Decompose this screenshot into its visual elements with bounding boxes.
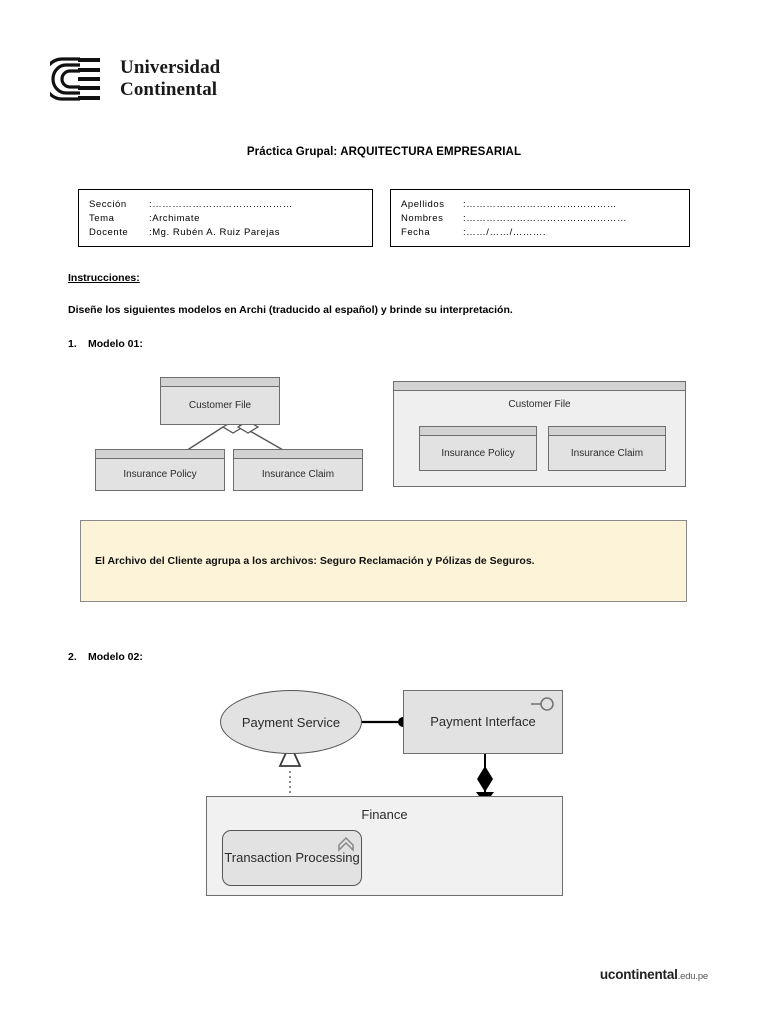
info-label: Tema bbox=[89, 212, 115, 224]
info-row-docente: Docente : Mg. Rubén A. Ruiz Parejas bbox=[89, 226, 362, 240]
info-row-tema: Tema : Archimate bbox=[89, 212, 362, 226]
course-info-box: Sección : …………………………………… Tema : Archimat… bbox=[78, 189, 373, 247]
composition-diamond bbox=[477, 766, 493, 792]
element-payment-service[interactable]: Payment Service bbox=[220, 690, 362, 754]
element-label: Payment Service bbox=[241, 714, 341, 730]
answer-text: El Archivo del Cliente agrupa a los arch… bbox=[95, 555, 535, 567]
instructions-heading: Instrucciones: bbox=[68, 272, 140, 284]
footer-brand-name: ucontinental bbox=[599, 967, 678, 982]
group-label: Finance bbox=[361, 807, 408, 822]
university-book-logo-icon bbox=[50, 57, 100, 101]
logo-line-2: Continental bbox=[120, 79, 218, 100]
info-value: Mg. Rubén A. Ruiz Parejas bbox=[152, 226, 281, 238]
element-header-strip bbox=[96, 450, 224, 459]
info-value: ……/……/………. bbox=[466, 226, 547, 238]
info-row-seccion: Sección : …………………………………… bbox=[89, 198, 362, 212]
info-value: Archimate bbox=[152, 212, 200, 224]
element-label: Transaction Processing bbox=[224, 850, 360, 866]
info-label: Nombres bbox=[401, 212, 444, 224]
element-header-strip bbox=[161, 378, 279, 387]
model01-composition-diagram: Customer File Insurance Policy Insurance… bbox=[75, 363, 387, 495]
student-info-box: Apellidos : ……………………………………… Nombres : ……… bbox=[390, 189, 690, 247]
instructions-body: Diseñe los siguientes modelos en Archi (… bbox=[68, 304, 513, 316]
info-row-apellidos: Apellidos : ……………………………………… bbox=[401, 198, 679, 212]
element-payment-interface[interactable]: Payment Interface bbox=[403, 690, 563, 754]
element-insurance-claim[interactable]: Insurance Claim bbox=[233, 449, 363, 491]
element-label-text: Payment Interface bbox=[430, 714, 536, 730]
element-customer-file[interactable]: Customer File bbox=[160, 377, 280, 425]
answer-box-model01[interactable]: El Archivo del Cliente agrupa a los arch… bbox=[80, 520, 687, 602]
element-header-strip bbox=[394, 382, 685, 391]
element-header-strip bbox=[420, 427, 536, 436]
lollipop-interface-icon bbox=[531, 697, 554, 711]
logo-wordmark: Universidad Continental bbox=[120, 57, 220, 102]
item-number: 2. bbox=[68, 651, 77, 663]
element-header-strip bbox=[549, 427, 665, 436]
info-value: ………………………………………… bbox=[466, 212, 628, 224]
footer-brand: ucontinental.edu.pe bbox=[600, 967, 708, 982]
element-label: Insurance Claim bbox=[570, 447, 644, 459]
info-label: Sección bbox=[89, 199, 127, 210]
element-label: Insurance Policy bbox=[123, 469, 197, 480]
element-transaction-processing[interactable]: Transaction Processing bbox=[222, 830, 362, 886]
info-value: …………………………………… bbox=[152, 199, 293, 210]
element-label: Payment Interface bbox=[430, 714, 536, 730]
info-separator: : bbox=[463, 212, 467, 224]
chevron-function-icon bbox=[338, 836, 354, 852]
element-label: Customer File bbox=[508, 399, 571, 410]
element-insurance-policy[interactable]: Insurance Policy bbox=[95, 449, 225, 491]
element-label: Insurance Policy bbox=[441, 447, 515, 459]
info-separator: : bbox=[463, 199, 467, 210]
info-separator: : bbox=[149, 226, 153, 238]
element-insurance-policy-nested[interactable]: Insurance Policy bbox=[419, 426, 537, 471]
model02-diagram: Payment Service Payment Interface Financ… bbox=[198, 678, 578, 900]
footer-brand-tld: .edu.pe bbox=[677, 971, 708, 982]
info-value: ……………………………………… bbox=[466, 199, 617, 210]
item-number: 1. bbox=[68, 338, 77, 350]
info-row-nombres: Nombres : ………………………………………… bbox=[401, 212, 679, 226]
page-title: Práctica Grupal: ARQUITECTURA EMPRESARIA… bbox=[246, 146, 522, 158]
item-modelo-01: 1. Modelo 01: bbox=[68, 338, 143, 350]
info-label: Docente bbox=[89, 226, 129, 238]
logo-line-1: Universidad bbox=[120, 56, 221, 78]
element-header-strip bbox=[234, 450, 362, 459]
info-row-fecha: Fecha : ……/……/………. bbox=[401, 226, 679, 240]
element-label: Insurance Claim bbox=[261, 469, 335, 480]
element-insurance-claim-nested[interactable]: Insurance Claim bbox=[548, 426, 666, 471]
info-separator: : bbox=[149, 199, 153, 210]
element-label: Customer File bbox=[188, 400, 252, 411]
model01-nested-diagram: Customer File Insurance Policy Insurance… bbox=[393, 381, 686, 487]
item-label: Modelo 02: bbox=[88, 651, 143, 663]
info-label: Fecha bbox=[401, 226, 431, 238]
item-label: Modelo 01: bbox=[88, 338, 143, 350]
info-label: Apellidos bbox=[401, 199, 445, 210]
item-modelo-02: 2. Modelo 02: bbox=[68, 651, 143, 663]
university-logo: Universidad Continental bbox=[50, 55, 220, 103]
info-separator: : bbox=[463, 226, 467, 238]
info-separator: : bbox=[149, 212, 153, 224]
